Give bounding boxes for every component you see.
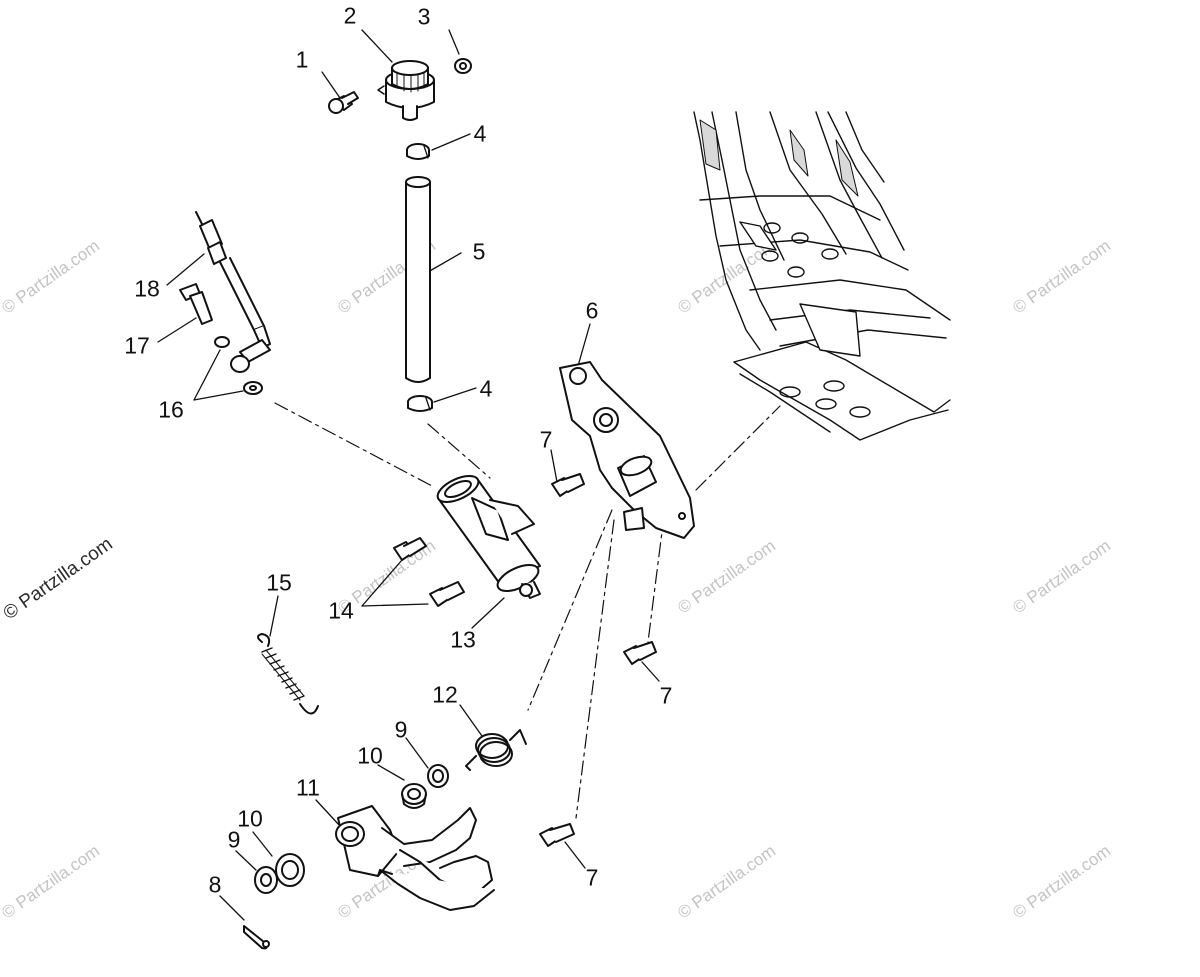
callout-9-lower: 9 bbox=[227, 826, 241, 853]
callout-4-upper: 4 bbox=[473, 120, 487, 147]
return-spring-15 bbox=[257, 633, 319, 715]
master-cylinder-13 bbox=[436, 475, 541, 599]
hose-5 bbox=[405, 176, 431, 383]
assembly-lines bbox=[274, 402, 781, 819]
mounting-bracket-6 bbox=[559, 361, 695, 539]
washer-9-lower bbox=[254, 866, 278, 894]
callout-7-lower: 7 bbox=[585, 864, 599, 891]
callout-11: 11 bbox=[296, 774, 320, 801]
callout-7-middle: 7 bbox=[659, 682, 673, 709]
leader-lines bbox=[157, 29, 660, 921]
callout-18: 18 bbox=[134, 275, 160, 302]
washer-9-upper bbox=[427, 764, 449, 788]
torsion-spring-12 bbox=[465, 729, 527, 771]
bolt-1 bbox=[328, 91, 359, 114]
callout-7-upper: 7 bbox=[539, 426, 553, 453]
callout-4-lower: 4 bbox=[479, 375, 493, 402]
callout-13: 13 bbox=[450, 626, 476, 653]
bushing-10-lower bbox=[275, 853, 305, 887]
bolt-7-lower bbox=[539, 823, 575, 847]
hose-clamp-upper bbox=[406, 143, 430, 160]
brake-pedal-11 bbox=[335, 805, 495, 911]
callout-10-upper: 10 bbox=[357, 742, 383, 769]
callout-12: 12 bbox=[432, 681, 458, 708]
callout-3: 3 bbox=[417, 3, 431, 30]
vehicle-frame bbox=[693, 111, 951, 441]
callout-8: 8 bbox=[208, 871, 222, 898]
bushing-10-upper bbox=[401, 783, 427, 809]
callout-16: 16 bbox=[158, 396, 184, 423]
callout-14: 14 bbox=[328, 597, 354, 624]
callout-10-lower: 10 bbox=[237, 805, 263, 832]
bolt-17 bbox=[179, 283, 213, 325]
bolt-7-middle bbox=[623, 641, 657, 665]
callout-17: 17 bbox=[124, 332, 150, 359]
washers-16 bbox=[214, 336, 263, 395]
hose-clamp-lower bbox=[407, 395, 433, 412]
nut-3 bbox=[454, 58, 472, 74]
bolts-14 bbox=[393, 537, 465, 607]
callout-2: 2 bbox=[343, 2, 357, 29]
callout-5: 5 bbox=[472, 238, 486, 265]
callout-1: 1 bbox=[295, 46, 309, 73]
callout-15: 15 bbox=[266, 569, 292, 596]
cotter-pin-8 bbox=[243, 925, 270, 950]
brake-switch-18 bbox=[195, 211, 271, 363]
reservoir-cap bbox=[377, 60, 435, 121]
callout-6: 6 bbox=[585, 297, 599, 324]
bolt-7-upper bbox=[551, 473, 585, 497]
callout-9-upper: 9 bbox=[394, 716, 408, 743]
